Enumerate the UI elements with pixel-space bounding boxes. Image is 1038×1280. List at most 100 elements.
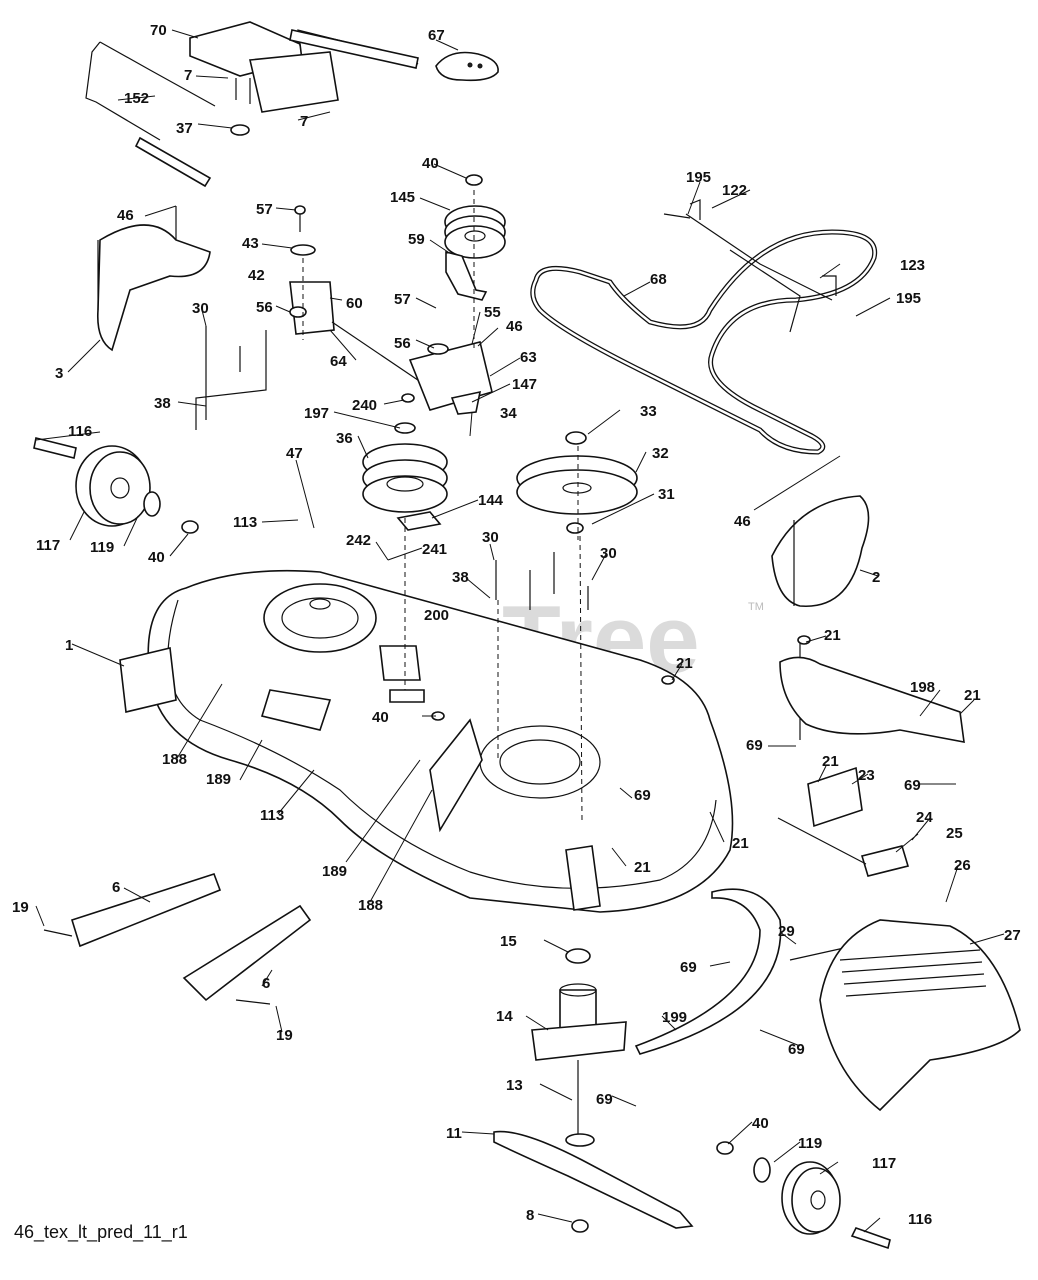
- callout-60: 60: [346, 295, 363, 312]
- callout-69: 69: [680, 959, 697, 976]
- callout-69: 69: [596, 1091, 613, 1108]
- callout-199: 199: [662, 1009, 687, 1026]
- callout-144: 144: [478, 492, 504, 509]
- front-hanger-brackets: [43, 873, 312, 1005]
- callout-63: 63: [520, 349, 537, 366]
- callout-6: 6: [112, 879, 120, 896]
- callout-70: 70: [150, 22, 167, 39]
- callout-43: 43: [242, 235, 259, 252]
- callout-55: 55: [484, 304, 501, 321]
- callout-19: 19: [12, 899, 29, 916]
- callout-69: 69: [634, 787, 651, 804]
- callout-2: 2: [872, 569, 880, 586]
- callout-241: 241: [422, 541, 447, 558]
- callout-25: 25: [946, 825, 963, 842]
- callout-42: 42: [248, 267, 265, 284]
- callout-30: 30: [600, 545, 617, 562]
- watermark-tm: TM: [748, 601, 764, 613]
- callout-40: 40: [752, 1115, 769, 1132]
- callout-200: 200: [424, 607, 449, 624]
- mower-deck-shell: [119, 569, 734, 913]
- callout-26: 26: [954, 857, 971, 874]
- callout-27: 27: [1004, 927, 1021, 944]
- callout-59: 59: [408, 231, 425, 248]
- callout-152: 152: [124, 90, 149, 107]
- callout-57: 57: [256, 201, 273, 218]
- callout-6: 6: [262, 975, 270, 992]
- callout-21: 21: [824, 627, 841, 644]
- callout-3: 3: [55, 365, 63, 382]
- callout-21: 21: [964, 687, 981, 704]
- callout-113: 113: [260, 807, 284, 824]
- callout-34: 34: [500, 405, 517, 422]
- callout-29: 29: [778, 923, 795, 940]
- deck-dashed-center-lines: [302, 190, 583, 821]
- callout-195: 195: [686, 169, 711, 186]
- callout-1: 1: [65, 637, 73, 654]
- callout-113: 113: [233, 514, 257, 531]
- callout-32: 32: [652, 445, 669, 462]
- deck-drive-belt: [530, 229, 878, 455]
- callout-56: 56: [256, 299, 273, 316]
- callout-30: 30: [192, 300, 209, 317]
- callout-64: 64: [330, 353, 347, 370]
- left-baffle: [96, 206, 211, 352]
- drive-pulley-stack: [362, 393, 448, 531]
- callout-13: 13: [506, 1077, 523, 1094]
- callout-38: 38: [154, 395, 171, 412]
- callout-30: 30: [482, 529, 499, 546]
- callout-240: 240: [352, 397, 377, 414]
- belt-guide-bracket: [663, 199, 837, 333]
- right-baffle: [771, 495, 870, 607]
- callout-188: 188: [162, 751, 187, 768]
- callout-33: 33: [640, 403, 657, 420]
- callout-116: 116: [68, 423, 92, 440]
- callout-197: 197: [304, 405, 329, 422]
- right-gauge-wheel: [716, 1141, 891, 1250]
- callout-19: 19: [276, 1027, 293, 1044]
- left-gauge-wheel: [33, 437, 199, 534]
- callout-69: 69: [746, 737, 763, 754]
- callout-147: 147: [512, 376, 537, 393]
- callout-15: 15: [500, 933, 517, 950]
- callout-117: 117: [36, 537, 60, 554]
- idler-arm-assembly: [289, 205, 493, 415]
- callout-119: 119: [90, 539, 114, 556]
- blade-spindle-assembly: [493, 948, 694, 1233]
- callout-labels: 70 67 7 152 37 7 40 145 195 122 46 57 59…: [12, 22, 1021, 1228]
- callout-46: 46: [734, 513, 751, 530]
- callout-69: 69: [788, 1041, 805, 1058]
- callout-40: 40: [422, 155, 439, 172]
- callout-189: 189: [206, 771, 231, 788]
- callout-7: 7: [300, 113, 308, 130]
- callout-123: 123: [900, 257, 925, 274]
- callout-37: 37: [176, 120, 193, 137]
- callout-7: 7: [184, 67, 192, 84]
- callout-68: 68: [650, 271, 667, 288]
- callout-189: 189: [322, 863, 347, 880]
- idler-pulley-assembly: [444, 174, 506, 301]
- deck-height-knob: [435, 51, 499, 82]
- callout-198: 198: [910, 679, 935, 696]
- chute-deflector-parts: [634, 656, 1021, 1112]
- blade-pulley: [516, 431, 638, 534]
- callout-21: 21: [822, 753, 839, 770]
- callout-46: 46: [117, 207, 134, 224]
- callout-36: 36: [336, 430, 353, 447]
- callout-24: 24: [916, 809, 933, 826]
- callout-21: 21: [676, 655, 693, 672]
- callout-21: 21: [732, 835, 749, 852]
- callout-116: 116: [908, 1211, 932, 1228]
- drawing-id-caption: 46_tex_lt_pred_11_r1: [14, 1222, 188, 1242]
- callout-119: 119: [798, 1135, 822, 1152]
- callout-122: 122: [722, 182, 747, 199]
- deck-bolts: [431, 520, 811, 740]
- callout-14: 14: [496, 1008, 513, 1025]
- callout-57: 57: [394, 291, 411, 308]
- callout-11: 11: [446, 1125, 462, 1142]
- callout-67: 67: [428, 27, 445, 44]
- callout-23: 23: [858, 767, 875, 784]
- callout-242: 242: [346, 532, 371, 549]
- left-bolts: [195, 326, 267, 430]
